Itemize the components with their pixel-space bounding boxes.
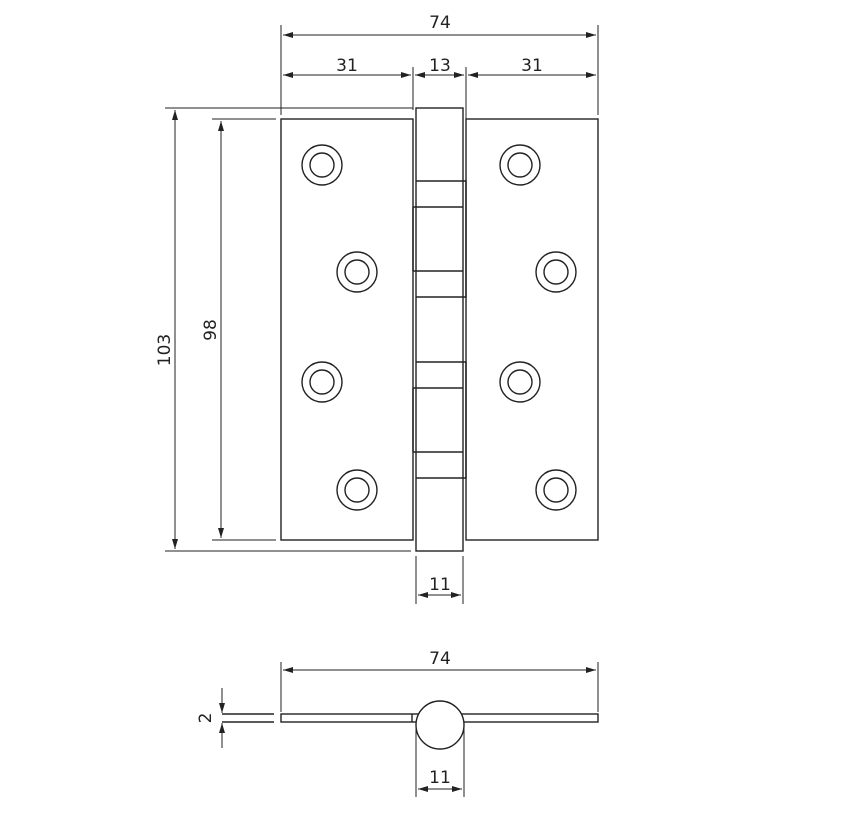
screw-hole <box>507 152 533 178</box>
dim-barrel-width: 11 <box>415 556 464 604</box>
screw-hole <box>507 369 533 395</box>
screw-hole <box>543 259 569 285</box>
dim-label-11: 11 <box>429 575 451 595</box>
dim-thickness: 2 <box>196 688 225 748</box>
dim-heights: 103 98 <box>155 110 598 552</box>
knuckle-lines <box>412 180 467 479</box>
dim-side-width: 74 <box>280 649 599 712</box>
screw-hole <box>344 477 370 503</box>
barrel <box>415 107 464 552</box>
dim-label-side-74: 74 <box>429 649 451 669</box>
screw-holes <box>301 144 577 511</box>
screw-hole <box>499 144 541 186</box>
dim-barrel-diameter: 11 <box>415 725 465 797</box>
screw-hole <box>309 369 335 395</box>
screw-hole <box>336 251 378 293</box>
right-leaf <box>465 118 599 541</box>
barrel-section <box>415 700 465 750</box>
dim-label-13: 13 <box>429 56 451 76</box>
screw-hole <box>543 477 569 503</box>
screw-hole <box>344 259 370 285</box>
front-view: 74 31 13 31 103 98 <box>155 13 599 604</box>
screw-hole <box>309 152 335 178</box>
side-view: 74 2 11 <box>196 649 599 797</box>
dim-label-103: 103 <box>155 334 175 366</box>
dim-label-side-11: 11 <box>429 768 451 788</box>
screw-hole <box>301 144 343 186</box>
dim-label-31-right: 31 <box>521 56 543 76</box>
dim-label-2: 2 <box>196 713 216 724</box>
dim-label-31-left: 31 <box>336 56 358 76</box>
dim-label-74: 74 <box>429 13 451 33</box>
screw-hole <box>535 251 577 293</box>
screw-hole <box>499 361 541 403</box>
dim-label-98: 98 <box>201 319 221 341</box>
screw-hole <box>301 361 343 403</box>
dim-segments: 31 13 31 <box>165 56 596 176</box>
dim-overall-width: 74 <box>280 13 599 115</box>
screw-hole <box>535 469 577 511</box>
screw-hole <box>336 469 378 511</box>
left-leaf <box>280 118 414 541</box>
